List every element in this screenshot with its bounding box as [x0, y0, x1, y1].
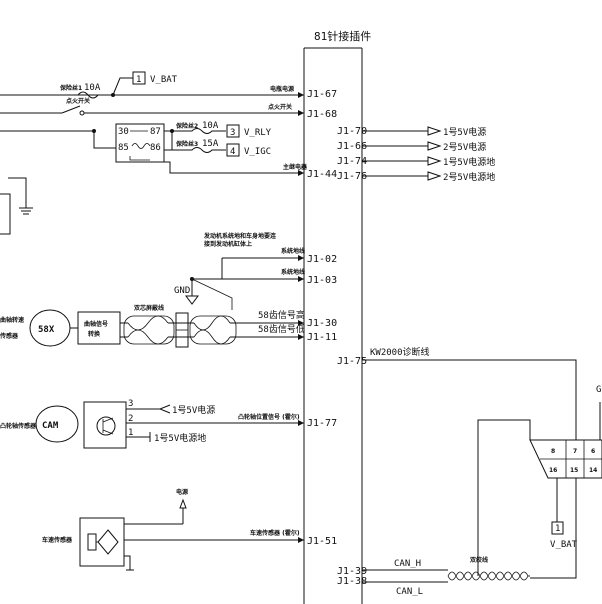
terminal-3-num: 3: [230, 128, 235, 138]
crank-box-text-2: 转换: [88, 330, 101, 338]
terminal-4-box: [226, 143, 240, 157]
pin-j1-03: J1-03: [307, 275, 337, 286]
fuse3-label: 保险丝3: [175, 140, 198, 148]
terminal-1-box: [132, 71, 146, 85]
cam-sensor-badge: CAM: [42, 421, 59, 431]
ecu-connector: 81针接插件: [303, 29, 371, 604]
pin-j1-02: J1-02: [307, 254, 337, 265]
fuse1-label: 保险丝1: [59, 84, 82, 92]
twisted-shield-label: 双芯屏蔽线: [134, 304, 164, 312]
sys-ground-label-2: 系统地线: [281, 268, 305, 276]
pin-j1-66: J1-66: [337, 141, 367, 152]
ground-note-1: 发动机系统地和车身地要连: [203, 232, 277, 240]
relay-pin-30: 30: [118, 127, 129, 137]
main-relay-wire-label: 主继电器: [283, 163, 308, 171]
terminal-3-box: [226, 124, 240, 138]
terminal-4-num: 4: [230, 147, 235, 157]
can-l-label: CAN_L: [396, 587, 423, 597]
relay-pin-85: 85: [118, 143, 129, 153]
crank-signal-minus-label: 58齿信号低: [258, 323, 305, 335]
pin-j1-70: J1-70: [337, 126, 367, 137]
diag-pin-16: 16: [549, 467, 557, 474]
cam-pin-1: 1: [128, 428, 133, 438]
diag-pin-8: 8: [551, 448, 555, 455]
pin-j1-75: J1-75: [337, 356, 367, 367]
output-1-label: 1号5V电源: [443, 126, 486, 138]
output-4-label: 2号5V电源地: [443, 171, 495, 183]
diag-pin-7: 7: [573, 448, 577, 455]
cam-wire-2-label: 凸轮轴位置信号 (霍尔): [238, 413, 300, 421]
diag-pin-6: 6: [591, 448, 595, 455]
kw2000-label: KW2000诊断线: [370, 346, 430, 358]
diag-pin-14: 14: [589, 467, 597, 474]
pin-j1-30: J1-30: [307, 318, 337, 329]
diag-ground-label: G: [596, 385, 601, 395]
terminal-3-label: V_RLY: [244, 128, 272, 138]
crank-box-text-1: 曲轴信号: [84, 320, 108, 328]
crank-signal-box: [77, 311, 121, 345]
diag-vbat-box: [551, 521, 564, 535]
fuse1-amp: 10A: [84, 83, 101, 93]
speed-signal-label: 车速传感器 (霍尔): [250, 529, 300, 537]
battery-body: [0, 193, 11, 235]
twisted-pair-label: 双绞线: [470, 556, 488, 564]
gnd-label: GND: [174, 286, 190, 296]
speed-sensor-label: 车速传感器: [42, 536, 73, 544]
terminal-4-label: V_IGC: [244, 147, 271, 157]
shield-2: [189, 315, 237, 345]
relay-pin-86: 86: [150, 143, 161, 153]
crank-sensor-label-2: 传感器: [0, 332, 19, 340]
ecu-title: 81针接插件: [314, 29, 371, 43]
can-h-label: CAN_H: [394, 559, 421, 569]
speed-sensor-section: 车速传感器 电源 车速传感器 (霍尔) J1-51: [42, 488, 337, 571]
cam-sensor-circle: [35, 405, 79, 443]
shield-1: [123, 315, 175, 345]
battery-wire-label: 电瓶电源: [270, 85, 294, 93]
pin-j1-51: J1-51: [307, 536, 337, 547]
ground-section: 发动机系统地和车身地要连 接到发动机缸体上 系统地线 J1-02 系统地线 J1…: [174, 232, 337, 310]
pin-j1-44: J1-44: [307, 169, 337, 180]
cam-wire-1-label: 1号5V电源地: [154, 432, 206, 444]
output-3-label: 1号5V电源地: [443, 156, 495, 168]
pin-j1-39: J1-39: [337, 566, 367, 577]
cam-pin-3: 3: [128, 399, 133, 409]
cam-sensor-section: 凸轮轴传感器 CAM 3 2 1 1号5V电源 凸轮轴位置信号 (霍尔) J1-…: [0, 399, 337, 449]
diagnostic-section: J1-75 KW2000诊断线 G 8 7 6 16 15 14 1 V_BAT…: [337, 346, 602, 597]
terminal-1-num: 1: [136, 75, 141, 85]
power-section: J1-67 电瓶电源 保险丝1 10A 1 V_BAT 点火开关 点火开关 J1…: [0, 71, 337, 235]
pin-j1-76: J1-76: [337, 171, 367, 182]
pin-j1-77: J1-77: [307, 418, 337, 429]
crank-sensor-section: 曲轴转速 传感器 58X 曲轴信号 转换 双芯屏蔽线 58齿信号高 58齿信号低…: [0, 304, 337, 348]
right-outputs: J1-70 J1-66 J1-74 J1-76 1号5V电源 2号5V电源 1号…: [337, 126, 495, 183]
pin-j1-74: J1-74: [337, 156, 367, 167]
diag-pin-15: 15: [570, 467, 578, 474]
pin-j1-38: J1-38: [337, 576, 367, 587]
fuse3-amp: 15A: [202, 139, 219, 149]
key-wire-label: 点火开关: [268, 103, 292, 111]
pin-j1-11: J1-11: [307, 332, 337, 343]
ground-note-2: 接到发动机缸体上: [203, 240, 252, 248]
main-relay: [115, 123, 165, 163]
crank-sensor-label-1: 曲轴转速: [0, 316, 24, 324]
terminal-1-label: V_BAT: [150, 75, 178, 85]
cam-wire-3-label: 1号5V电源: [172, 404, 215, 416]
fuse2-amp: 10A: [202, 121, 219, 131]
diag-vbat-num: 1: [555, 524, 560, 534]
output-2-label: 2号5V电源: [443, 141, 486, 153]
fuse2-label: 保险丝2: [175, 122, 198, 130]
crank-signal-plus-label: 58齿信号高: [258, 309, 305, 321]
speed-power-label: 电源: [176, 488, 188, 496]
pin-j1-67: J1-67: [307, 89, 337, 100]
cam-sensor-label: 凸轮轴传感器: [0, 422, 37, 430]
diag-vbat-label: V_BAT: [550, 540, 578, 550]
cam-pin-2: 2: [128, 414, 133, 424]
pin-j1-68: J1-68: [307, 109, 337, 120]
relay-pin-87: 87: [150, 127, 161, 137]
sys-ground-label-1: 系统地线: [281, 247, 305, 255]
crank-sensor-badge: 58X: [38, 325, 55, 335]
key-switch-label: 点火开关: [66, 97, 90, 105]
